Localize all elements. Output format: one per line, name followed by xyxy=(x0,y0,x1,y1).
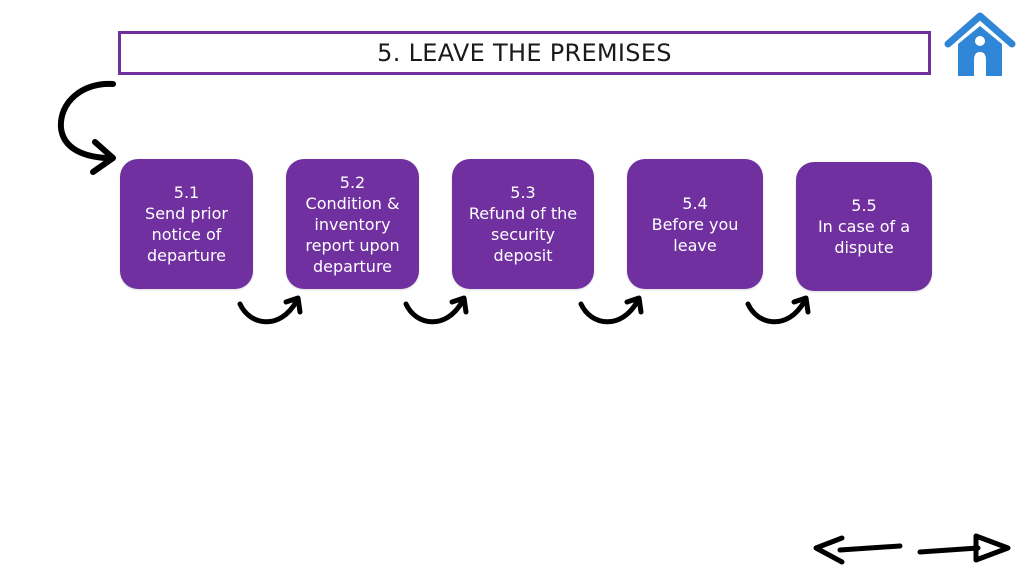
right-arrow-icon xyxy=(917,533,1011,563)
step-5-2[interactable]: 5.2 Condition & inventory report upon de… xyxy=(286,159,419,289)
step-label-line: departure xyxy=(146,246,227,265)
step-label-line: leave xyxy=(673,235,717,255)
step-number: 5.4 xyxy=(682,193,708,213)
next-button[interactable] xyxy=(914,530,1014,568)
left-arrow-icon xyxy=(813,535,903,565)
step-number: 5.2 xyxy=(339,172,366,192)
step-label-line: security xyxy=(491,225,555,244)
step-label-line: In case of a xyxy=(817,217,911,236)
step-5-3[interactable]: 5.3 Refund of the security deposit xyxy=(452,159,594,289)
step-label-line: Condition & xyxy=(305,193,400,213)
step-number: 5.5 xyxy=(851,196,877,215)
step-label-line: Send prior xyxy=(145,204,228,223)
step-label-line: notice of xyxy=(151,225,222,244)
step-label-line: Refund of the xyxy=(468,204,578,223)
connector-arrow-icon xyxy=(745,295,811,325)
step-5-1[interactable]: 5.1 Send prior notice of departure xyxy=(120,159,253,289)
home-button[interactable] xyxy=(944,10,1016,80)
step-5-4[interactable]: 5.4 Before you leave xyxy=(627,159,763,289)
connector-arrow-icon xyxy=(237,295,303,325)
step-number: 5.1 xyxy=(173,183,200,202)
page-title: 5. LEAVE THE PREMISES xyxy=(377,39,672,67)
title-box: 5. LEAVE THE PREMISES xyxy=(118,31,931,75)
step-5-5[interactable]: 5.5 In case of a dispute xyxy=(796,162,932,291)
step-label-line: dispute xyxy=(834,238,894,257)
step-label-line: departure xyxy=(312,256,393,276)
home-icon xyxy=(944,12,1016,76)
step-label-line: report upon xyxy=(305,235,400,255)
step-label-line: Before you xyxy=(651,214,739,234)
previous-button[interactable] xyxy=(810,532,906,568)
curved-arrow-icon xyxy=(57,80,116,175)
step-number: 5.3 xyxy=(510,183,536,202)
connector-arrow-icon xyxy=(578,295,644,325)
step-label-line: deposit xyxy=(493,246,553,265)
connector-arrow-icon xyxy=(403,295,469,325)
step-label-line: inventory xyxy=(314,214,391,234)
